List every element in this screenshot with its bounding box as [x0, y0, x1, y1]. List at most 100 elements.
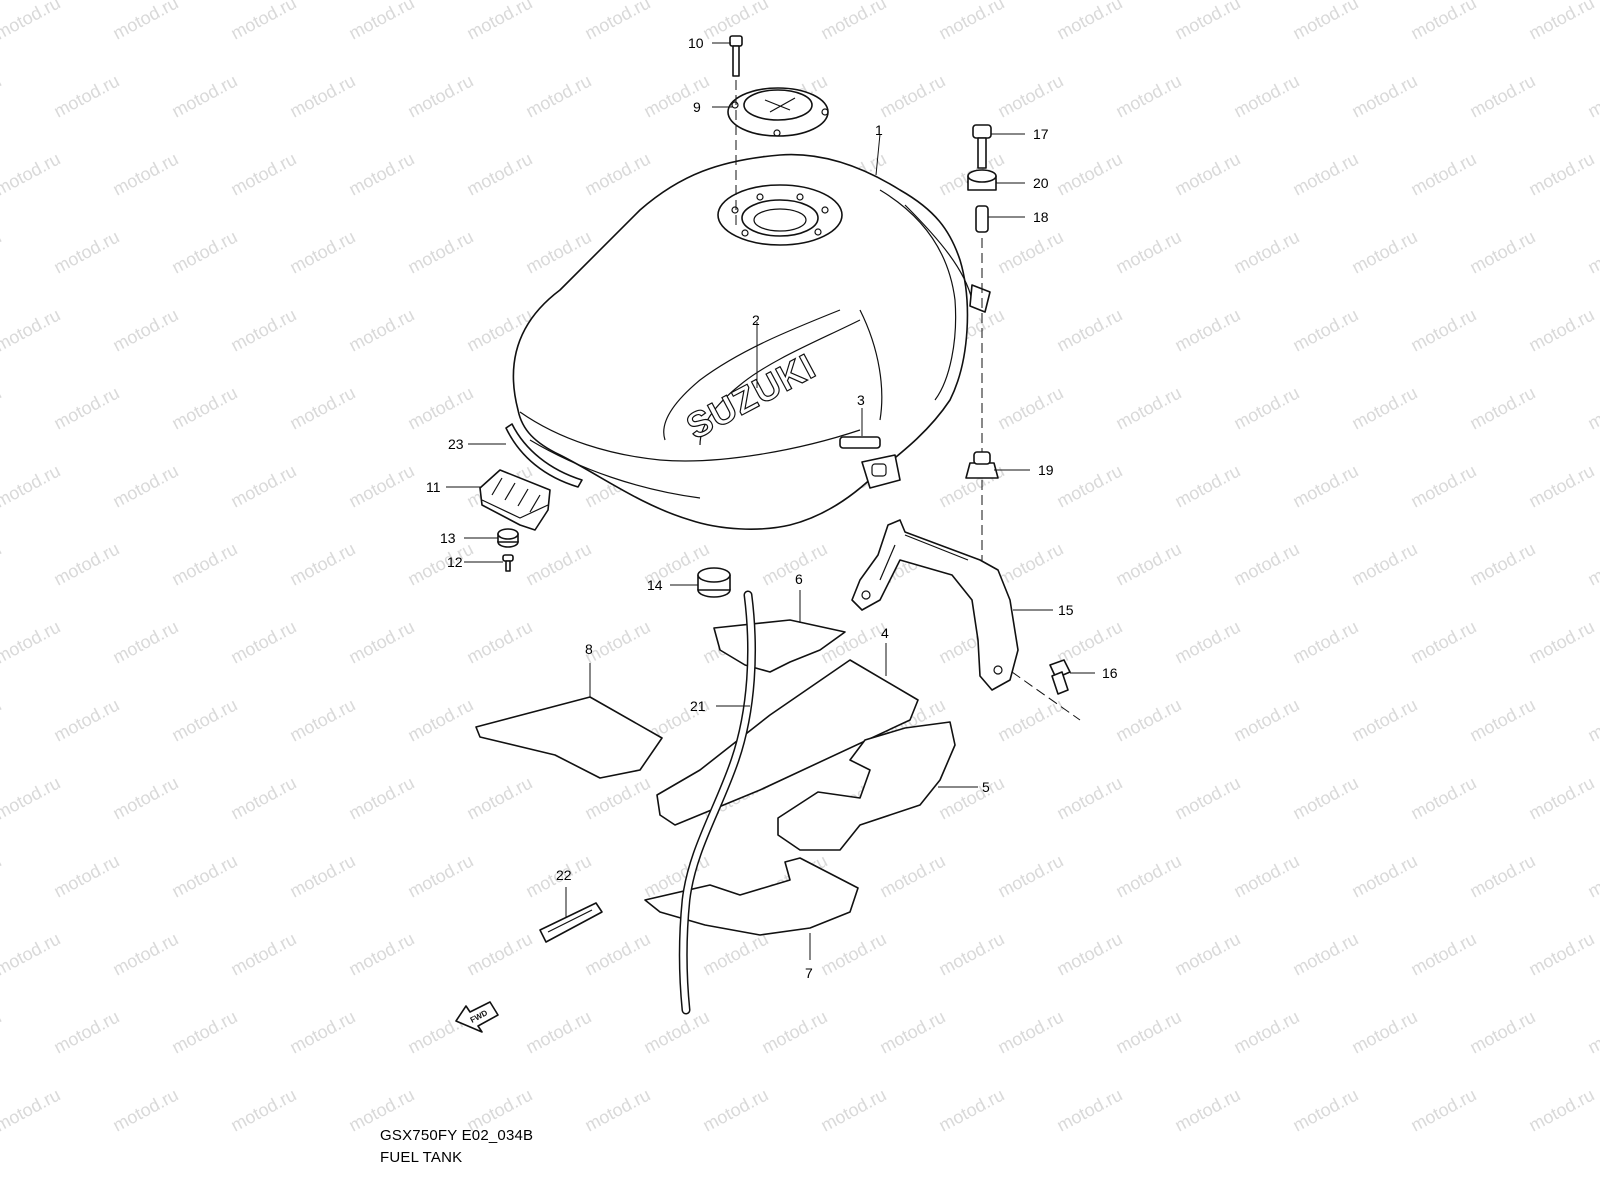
watermark-text: motod.ru	[286, 851, 358, 902]
watermark-text: motod.ru	[1525, 149, 1597, 200]
watermark-text: motod.ru	[463, 149, 535, 200]
cushion-11	[479, 469, 551, 531]
watermark-text: motod.ru	[345, 929, 417, 980]
watermark-text: motod.ru	[345, 773, 417, 824]
watermark-text: motod.ru	[1230, 851, 1302, 902]
watermark-text: motod.ru	[0, 1007, 5, 1058]
pad-8	[475, 696, 663, 779]
watermark-text: motod.ru	[994, 851, 1066, 902]
callout-20: 20	[1033, 175, 1049, 191]
watermark-text: motod.ru	[1407, 461, 1479, 512]
watermark-text: motod.ru	[1230, 695, 1302, 746]
watermark-text: motod.ru	[522, 539, 594, 590]
watermark-text: motod.ru	[1053, 305, 1125, 356]
callout-11: 11	[426, 479, 441, 495]
watermark-text: motod.ru	[404, 227, 476, 278]
watermark-text: motod.ru	[994, 227, 1066, 278]
watermark-text: motod.ru	[463, 617, 535, 668]
watermark-text: motod.ru	[1171, 0, 1243, 44]
callout-6: 6	[795, 571, 803, 587]
watermark-text: motod.ru	[227, 305, 299, 356]
watermark-text: motod.ru	[286, 539, 358, 590]
callout-7: 7	[805, 965, 813, 981]
watermark-text: motod.ru	[1407, 0, 1479, 44]
label-plate	[839, 436, 881, 449]
watermark-text: motod.ru	[1348, 1007, 1420, 1058]
watermark-text: motod.ru	[1289, 773, 1361, 824]
watermark-text: motod.ru	[286, 227, 358, 278]
fwd-arrow-icon: FWD	[455, 1001, 499, 1033]
callout-22: 22	[556, 867, 572, 883]
watermark-text: motod.ru	[581, 773, 653, 824]
fuel-tank	[512, 153, 991, 530]
watermark-text: motod.ru	[1053, 461, 1125, 512]
watermark-text: motod.ru	[994, 71, 1066, 122]
callout-1: 1	[875, 122, 883, 138]
watermark-text: motod.ru	[1171, 617, 1243, 668]
callout-21: 21	[690, 698, 706, 714]
watermark-text: motod.ru	[1171, 773, 1243, 824]
watermark-text: motod.ru	[581, 149, 653, 200]
watermark-text: motod.ru	[168, 227, 240, 278]
watermark-text: motod.ru	[1112, 227, 1184, 278]
watermark-text: motod.ru	[522, 1007, 594, 1058]
watermark-text: motod.ru	[699, 1085, 771, 1136]
watermark-text: motod.ru	[1053, 0, 1125, 44]
clamp-22	[539, 902, 603, 943]
watermark-text: motod.ru	[0, 227, 5, 278]
watermark-text: motod.ru	[1466, 695, 1538, 746]
watermark-text: motod.ru	[994, 539, 1066, 590]
watermark-text: motod.ru	[1171, 929, 1243, 980]
watermark-text: motod.ru	[0, 539, 5, 590]
watermark-text: motod.ru	[227, 149, 299, 200]
model-code: GSX750FY E02_034B	[380, 1127, 534, 1144]
watermark-text: motod.ru	[109, 929, 181, 980]
callout-4: 4	[881, 625, 889, 641]
watermark-text: motod.ru	[1525, 773, 1597, 824]
watermark-text: motod.ru	[404, 539, 476, 590]
watermark-text: motod.ru	[1053, 773, 1125, 824]
watermark-text: motod.ru	[1584, 695, 1600, 746]
watermark-text: motod.ru	[404, 71, 476, 122]
tank-bracket-15	[851, 519, 1019, 691]
watermark-text: motod.ru	[227, 773, 299, 824]
watermark-text: motod.ru	[1112, 1007, 1184, 1058]
watermark-text: motod.ru	[109, 149, 181, 200]
watermark-text: motod.ru	[168, 851, 240, 902]
watermark-text: motod.ru	[1348, 383, 1420, 434]
watermark-text: motod.ru	[1348, 539, 1420, 590]
watermark-text: motod.ru	[463, 929, 535, 980]
callout-8: 8	[585, 641, 593, 657]
pad-7	[644, 857, 859, 936]
watermark-text: motod.ru	[1348, 71, 1420, 122]
watermark-text: motod.ru	[935, 929, 1007, 980]
watermark-text: motod.ru	[1584, 383, 1600, 434]
watermark-text: motod.ru	[227, 0, 299, 44]
watermark-text: motod.ru	[168, 383, 240, 434]
watermark-text: motod.ru	[0, 617, 64, 668]
callout-13: 13	[440, 530, 456, 546]
cushion-19	[965, 451, 999, 479]
watermark-text: motod.ru	[1053, 149, 1125, 200]
watermark-text: motod.ru	[1348, 227, 1420, 278]
watermark-text: motod.ru	[227, 617, 299, 668]
watermark-text: motod.ru	[817, 0, 889, 44]
watermark-text: motod.ru	[1525, 0, 1597, 44]
watermark-text: motod.ru	[109, 461, 181, 512]
watermark-text: motod.ru	[994, 383, 1066, 434]
watermark-text: motod.ru	[404, 695, 476, 746]
callout-19: 19	[1038, 462, 1054, 478]
watermark-text: motod.ru	[1348, 851, 1420, 902]
filler-holes-icon	[731, 193, 829, 237]
watermark-text: motod.ru	[1171, 461, 1243, 512]
watermark-text: motod.ru	[581, 929, 653, 980]
watermark-text: motod.ru	[286, 695, 358, 746]
watermark-text: motod.ru	[404, 383, 476, 434]
watermark-text: motod.ru	[1584, 851, 1600, 902]
watermark-text: motod.ru	[1289, 149, 1361, 200]
diagram-title: FUEL TANK	[380, 1149, 463, 1166]
watermark-text: motod.ru	[50, 383, 122, 434]
watermark-text: motod.ru	[345, 149, 417, 200]
watermark-text: motod.ru	[522, 71, 594, 122]
screw-12	[502, 554, 514, 572]
